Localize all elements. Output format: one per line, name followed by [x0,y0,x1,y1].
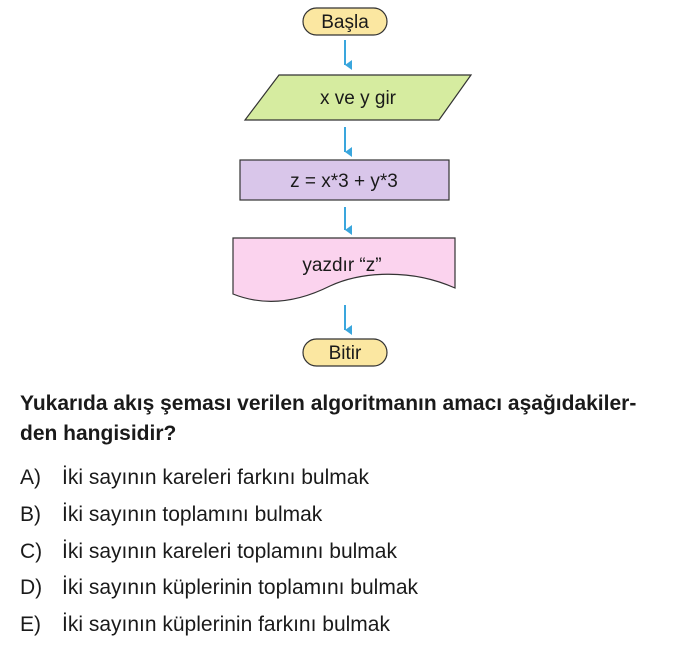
option-b[interactable]: B) İki sayının toplamını bulmak [20,497,660,534]
option-letter: B) [20,502,41,526]
end-label: Bitir [329,343,362,364]
option-text: İki sayının kareleri farkını bulmak [62,466,369,489]
flowchart: Başla x ve y gir z = x*3 + y*3 yazdır “z… [232,7,473,367]
option-text: İki sayının küplerinin farkını bulmak [62,613,390,637]
question-line-1: Yukarıda akış şeması verilen algoritmanı… [20,392,637,415]
process-shape [239,159,450,201]
option-letter: C) [20,539,43,563]
start-shape [302,7,388,36]
output-label: yazdır “z” [302,255,381,276]
start-terminal: Başla [302,7,388,36]
option-letter: A) [20,466,41,489]
question-text: Yukarıda akış şeması verilen algoritmanı… [20,389,670,449]
start-label: Başla [321,12,369,33]
option-text: İki sayının küplerinin toplamını bulmak [62,576,419,600]
process-label: z = x*3 + y*3 [290,171,398,192]
end-shape [302,338,388,367]
option-e[interactable]: E) İki sayının küplerinin farkını bulmak [20,607,660,644]
process-step: z = x*3 + y*3 [239,159,450,201]
end-terminal: Bitir [302,338,388,367]
option-letter: D) [20,576,43,600]
input-shape [243,74,473,121]
option-text: İki sayının toplamını bulmak [62,502,323,526]
input-label: x ve y gir [320,88,397,109]
option-a[interactable]: A) İki sayının kareleri farkını bulmak [20,460,660,497]
option-letter: E) [20,613,41,637]
question-line-2: den hangisidir? [20,422,177,445]
answer-options: A) İki sayının kareleri farkını bulmak B)… [20,460,660,644]
output-shape [232,237,456,302]
input-step: x ve y gir [243,74,473,121]
option-d[interactable]: D) İki sayının küplerinin toplamını bulma… [20,570,660,607]
option-c[interactable]: C) İki sayının kareleri toplamını bulmak [20,534,660,571]
option-text: İki sayının kareleri toplamını bulmak [62,539,397,563]
output-step: yazdır “z” [232,237,456,302]
